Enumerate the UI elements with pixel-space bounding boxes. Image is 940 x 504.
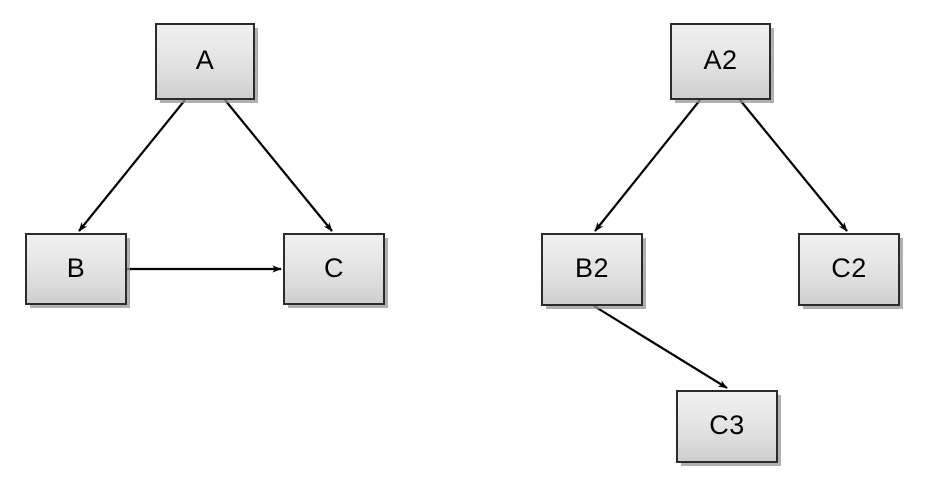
node-label-c2: C2 [831, 253, 867, 283]
node-label-c3: C3 [709, 410, 745, 440]
node-c3[interactable]: C3 [676, 390, 778, 463]
edge-a2-b2[interactable] [594, 99, 701, 232]
node-label-a2: A2 [703, 45, 738, 75]
node-label-a: A [195, 45, 215, 75]
node-label-c: C [324, 252, 344, 283]
edge-b2-c3[interactable] [593, 305, 728, 389]
node-c[interactable]: C [283, 233, 385, 305]
node-label-b: B [66, 252, 86, 283]
node-c2[interactable]: C2 [798, 233, 900, 306]
edge-a-c[interactable] [224, 99, 333, 232]
node-b2[interactable]: B2 [541, 233, 643, 306]
node-b[interactable]: B [25, 233, 127, 305]
edge-a-b[interactable] [78, 99, 186, 232]
edge-a2-c2[interactable] [739, 99, 848, 232]
node-a[interactable]: A [155, 23, 255, 100]
node-a2[interactable]: A2 [670, 23, 771, 100]
edges-group [78, 99, 848, 389]
node-label-b2: B2 [574, 253, 610, 283]
